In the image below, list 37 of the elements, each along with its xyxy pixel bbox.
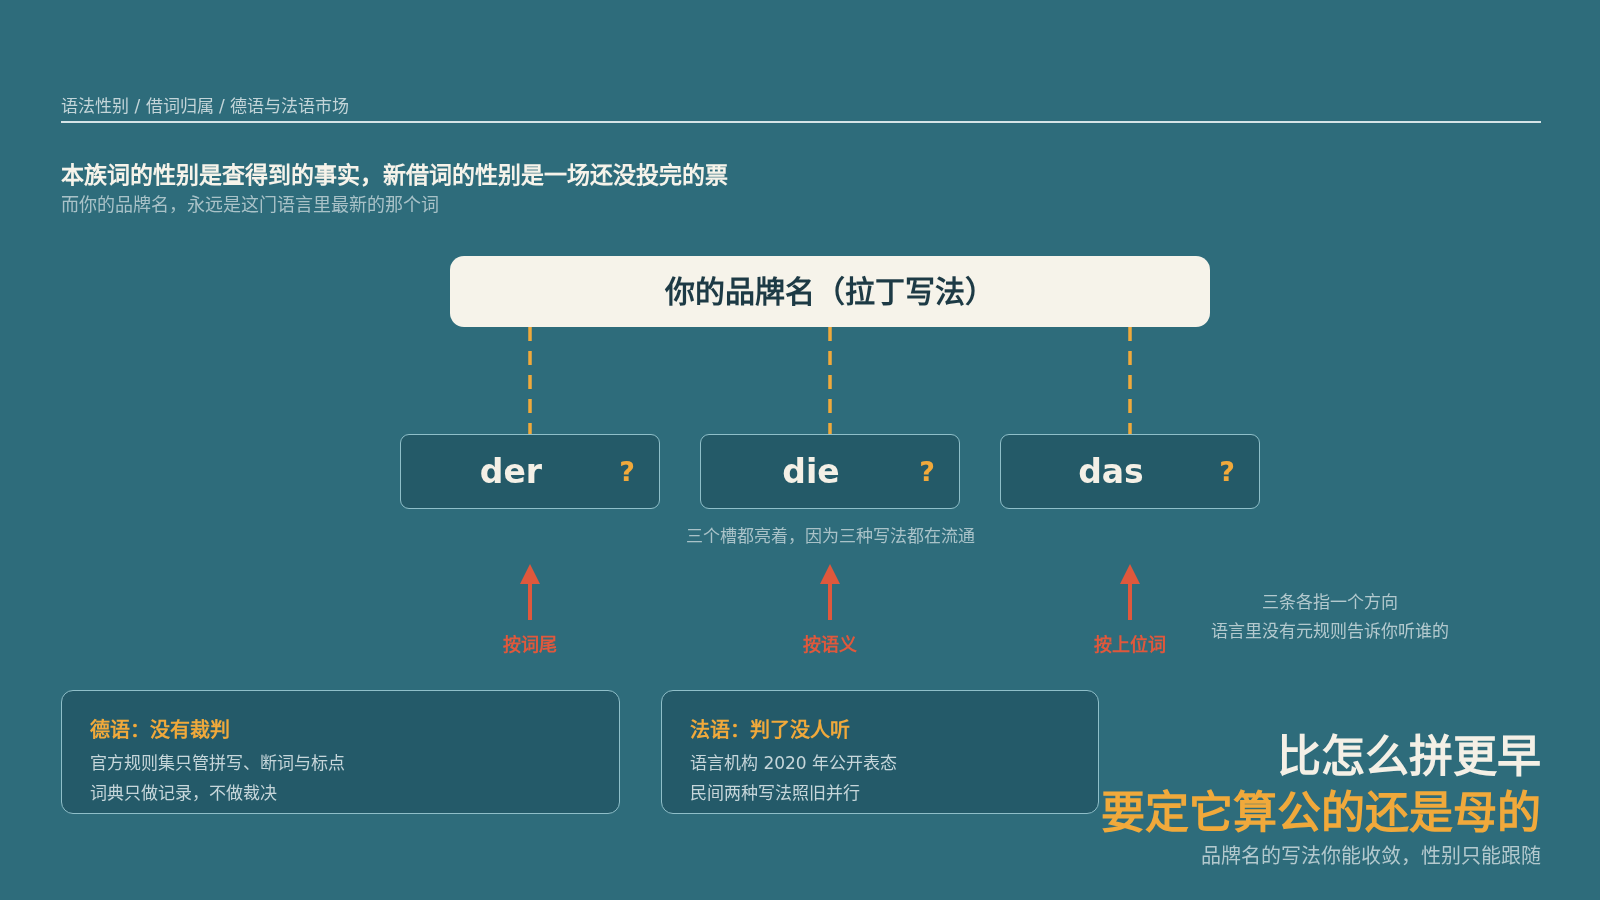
- card-heading: 德语：没有裁判: [90, 718, 230, 742]
- info-card: [661, 690, 1099, 814]
- dashed-connector: [828, 327, 832, 434]
- subtitle-text: 而你的品牌名，永远是这门语言里最新的那个词: [61, 194, 439, 216]
- article-slot-box: [400, 434, 660, 509]
- direction-label: 按上位词: [1094, 634, 1166, 656]
- card-text: 官方规则集只管拼写、断词与标点: [90, 752, 345, 775]
- page-title: 本族词的性别是查得到的事实，新借词的性别是一场还没投完的票: [61, 162, 728, 190]
- direction-label: 按词尾: [503, 634, 557, 656]
- dashed-connector: [1128, 327, 1132, 434]
- arrow: [520, 564, 540, 620]
- question-mark: ?: [619, 455, 635, 488]
- note-text: 语言里没有元规则告诉你听谁的: [1211, 621, 1449, 642]
- article-word: die: [782, 451, 840, 492]
- breadcrumb-text: 语法性别 / 借词归属 / 德语与法语市场: [61, 96, 350, 117]
- dashed-connector: [528, 327, 532, 434]
- arrow: [820, 564, 840, 620]
- note-text: 三条各指一个方向: [1262, 592, 1398, 613]
- card-text: 语言机构 2020 年公开表态: [690, 752, 898, 775]
- direction-label: 按语义: [803, 634, 857, 656]
- caption-text: 三个槽都亮着，因为三种写法都在流通: [685, 526, 975, 547]
- box-title: 你的品牌名（拉丁写法）: [665, 273, 995, 310]
- headline-text: 比怎么拼更早: [1277, 731, 1541, 784]
- headline-subtext: 品牌名的写法你能收敛，性别只能跟随: [1201, 844, 1541, 868]
- question-mark: ?: [919, 455, 935, 488]
- article-slot-box: [700, 434, 960, 509]
- info-card: [61, 690, 620, 814]
- question-mark: ?: [1219, 455, 1235, 488]
- arrow: [1120, 564, 1140, 620]
- article-word: das: [1078, 451, 1144, 492]
- card-text: 词典只做记录，不做裁决: [90, 782, 277, 805]
- card-text: 民间两种写法照旧并行: [690, 782, 860, 805]
- article-slot-box: [1000, 434, 1260, 509]
- card-heading: 法语：判了没人听: [690, 718, 850, 742]
- article-word: der: [479, 451, 543, 492]
- title-box: [450, 256, 1210, 327]
- headline-text: 要定它算公的还是母的: [1101, 787, 1541, 840]
